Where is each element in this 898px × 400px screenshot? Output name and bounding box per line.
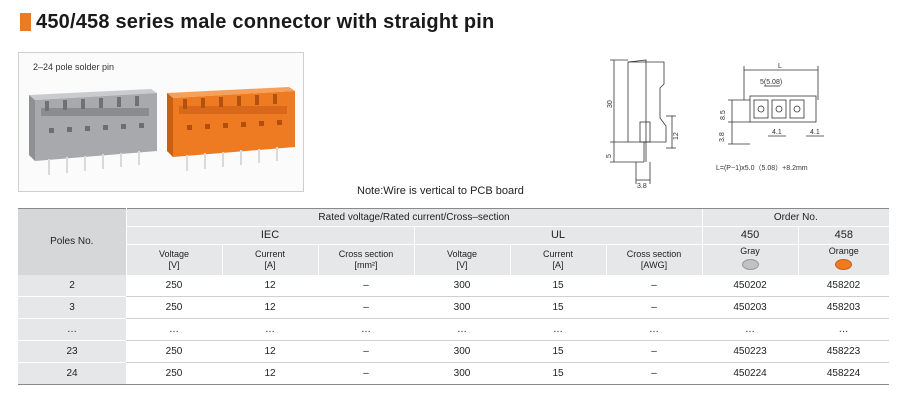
dim-pitch: 5(5.08) xyxy=(760,79,782,86)
wire-note: Note:Wire is vertical to PCB board xyxy=(357,185,524,197)
cell-order-450: 450203 xyxy=(702,296,799,319)
dim-4-1-b: 4.1 xyxy=(810,129,820,136)
table-row: 24 250 12 – 300 15 – 450224 458224 xyxy=(18,362,890,385)
cell-ul-voltage: … xyxy=(414,318,510,341)
cell-ul-current: 15 xyxy=(510,274,606,297)
cell-order-458: 458203 xyxy=(798,296,890,319)
cell-iec-voltage: 250 xyxy=(126,296,222,319)
iec-voltage-header: Voltage[V] xyxy=(126,244,222,275)
table-header-units: Voltage[V] Current[A] Cross section[mm²]… xyxy=(18,244,890,275)
cell-iec-cross: … xyxy=(318,318,414,341)
cell-iec-cross: – xyxy=(318,296,414,319)
product-photo: 2–24 pole solder pin xyxy=(18,52,304,192)
spec-table: Poles No. Rated voltage/Rated current/Cr… xyxy=(18,208,890,385)
iec-header: IEC xyxy=(126,226,414,245)
title-text: 450/458 series male connector with strai… xyxy=(36,10,495,33)
cell-iec-cross: – xyxy=(318,362,414,385)
orange-dot-icon xyxy=(835,259,853,271)
title-marker-icon xyxy=(20,13,31,31)
cell-iec-voltage: 250 xyxy=(126,274,222,297)
length-formula: L=(P−1)x5.0（5.08）+8.2mm xyxy=(716,165,808,172)
cell-poles: … xyxy=(18,318,126,341)
photo-caption: 2–24 pole solder pin xyxy=(33,62,115,72)
cell-ul-cross: – xyxy=(606,362,703,385)
cell-poles: 23 xyxy=(18,340,126,363)
cell-ul-current: … xyxy=(510,318,606,341)
dim-12: 12 xyxy=(673,132,680,140)
cell-ul-cross: … xyxy=(606,318,703,341)
gray-dot-icon xyxy=(741,259,759,271)
table-header-group: Poles No. Rated voltage/Rated current/Cr… xyxy=(18,208,890,275)
cell-ul-current: 15 xyxy=(510,340,606,363)
dim-8-5: 8.5 xyxy=(720,110,727,120)
cell-ul-voltage: 300 xyxy=(414,340,510,363)
cell-iec-cross: – xyxy=(318,340,414,363)
ul-cross-header: Cross section[AWG] xyxy=(605,244,703,275)
cell-order-458: … xyxy=(798,318,890,341)
cell-order-450: … xyxy=(702,318,799,341)
order-458-header: 458 xyxy=(797,226,890,245)
cell-order-458: 458202 xyxy=(798,274,890,297)
ul-voltage-header: Voltage[V] xyxy=(413,244,510,275)
connector-photo-icon xyxy=(29,87,295,175)
cell-iec-cross: – xyxy=(318,274,414,297)
dim-L: L xyxy=(778,63,782,70)
cell-ul-cross: – xyxy=(606,274,703,297)
page-title: 450/458 series male connector with strai… xyxy=(20,10,494,34)
color-orange-header: Orange xyxy=(797,244,890,275)
dim-3-8-top: 3.8 xyxy=(719,132,726,142)
dim-5: 5 xyxy=(606,154,613,158)
order-450-header: 450 xyxy=(701,226,799,245)
cell-iec-current: 12 xyxy=(222,362,318,385)
ul-current-header: Current[A] xyxy=(509,244,606,275)
dim-30: 30 xyxy=(607,100,614,108)
table-row: 3 250 12 – 300 15 – 450203 458203 xyxy=(18,296,890,319)
top-view-drawing: L 5(5.08) 8.5 3.8 4.1 4.1 xyxy=(719,63,824,145)
cell-iec-current: 12 xyxy=(222,340,318,363)
cell-poles: 24 xyxy=(18,362,126,385)
side-view-drawing: 30 12 5 3.8 xyxy=(606,59,680,190)
table-row: … … … … … … … … … xyxy=(18,318,890,341)
table-row: 23 250 12 – 300 15 – 450223 458223 xyxy=(18,340,890,363)
dim-3-8: 3.8 xyxy=(637,183,647,190)
cell-ul-current: 15 xyxy=(510,362,606,385)
cell-iec-current: 12 xyxy=(222,296,318,319)
rated-header: Rated voltage/Rated current/Cross–sectio… xyxy=(126,208,703,227)
cell-order-450: 450202 xyxy=(702,274,799,297)
cell-ul-voltage: 300 xyxy=(414,296,510,319)
cell-iec-current: 12 xyxy=(222,274,318,297)
cell-order-458: 458223 xyxy=(798,340,890,363)
iec-current-header: Current[A] xyxy=(221,244,318,275)
cell-poles: 2 xyxy=(18,274,126,297)
table-row: 2 250 12 – 300 15 – 450202 458202 xyxy=(18,274,890,297)
cell-ul-voltage: 300 xyxy=(414,274,510,297)
cell-order-450: 450223 xyxy=(702,340,799,363)
cell-ul-voltage: 300 xyxy=(414,362,510,385)
table-header-sub: IEC UL 450 458 xyxy=(18,226,890,245)
cell-ul-cross: – xyxy=(606,340,703,363)
cell-ul-cross: – xyxy=(606,296,703,319)
iec-cross-header: Cross section[mm²] xyxy=(317,244,414,275)
order-header: Order No. xyxy=(701,208,890,227)
color-gray-header: Gray xyxy=(701,244,799,275)
dim-4-1-a: 4.1 xyxy=(772,129,782,136)
cell-poles: 3 xyxy=(18,296,126,319)
cell-order-458: 458224 xyxy=(798,362,890,385)
cell-iec-voltage: 250 xyxy=(126,340,222,363)
cell-ul-current: 15 xyxy=(510,296,606,319)
ul-header: UL xyxy=(413,226,703,245)
cell-iec-voltage: … xyxy=(126,318,222,341)
poles-header: Poles No. xyxy=(18,208,127,275)
cell-order-450: 450224 xyxy=(702,362,799,385)
cell-iec-current: … xyxy=(222,318,318,341)
cell-iec-voltage: 250 xyxy=(126,362,222,385)
